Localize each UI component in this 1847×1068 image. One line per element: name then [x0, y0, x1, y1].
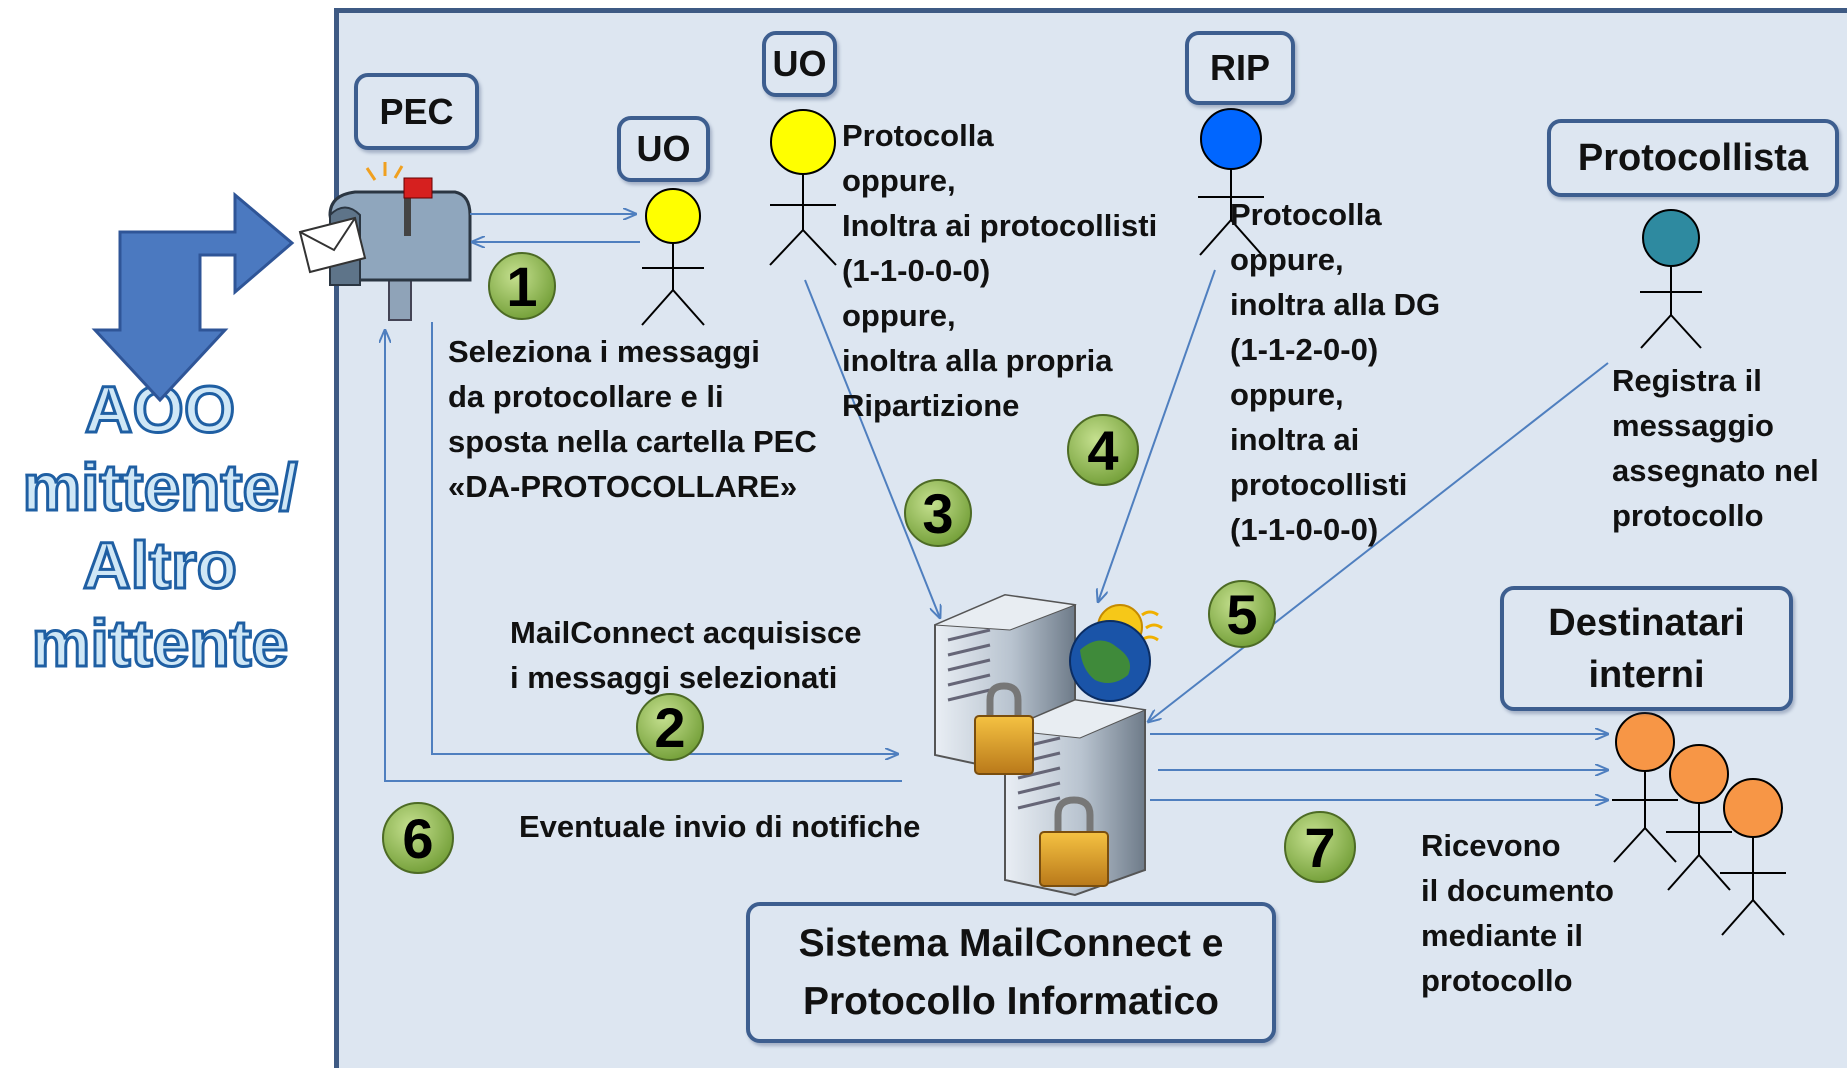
- rip-action-line: (1-1-2-0-0): [1230, 332, 1379, 367]
- step7-line: il documento: [1421, 873, 1614, 908]
- step2-description: MailConnect acquisisce i messaggi selezi…: [510, 610, 861, 700]
- uo-top-label: UO: [772, 43, 827, 84]
- protocollista-action-line: Registra il: [1612, 363, 1762, 398]
- svg-text:4: 4: [1087, 419, 1118, 482]
- rip-action-line: oppure,: [1230, 242, 1344, 277]
- step-6-badge: 6: [382, 802, 454, 874]
- step2-line: MailConnect acquisisce: [510, 615, 862, 650]
- aoo-sender-label: AOO mittente/ Altro mittente: [0, 370, 320, 682]
- svg-text:1: 1: [506, 255, 537, 318]
- rip-action-line: inoltra ai: [1230, 422, 1360, 457]
- uo-action-line: Inoltra ai protocollisti: [842, 208, 1158, 243]
- actor-protocollista-icon: [1640, 209, 1702, 349]
- actor-rip-icon: [1198, 108, 1264, 256]
- pec-mailbox-icon: [298, 162, 472, 321]
- step-1-badge: 1: [488, 252, 556, 320]
- rip-label: RIP: [1209, 47, 1270, 88]
- pec-label: PEC: [379, 90, 454, 132]
- uo-action-line: oppure,: [842, 298, 956, 333]
- uo-action-line: Ripartizione: [842, 388, 1020, 423]
- incoming-arrow-icon: [91, 191, 295, 403]
- rip-action-line: Protocolla: [1230, 197, 1382, 232]
- step-5-badge: 5: [1208, 580, 1276, 648]
- aoo-line-2: mittente/: [21, 449, 299, 526]
- step1-line: sposta nella cartella PEC: [448, 424, 817, 459]
- step-3-badge: 3: [904, 479, 972, 547]
- protocollista-action-line: assegnato nel: [1612, 453, 1819, 488]
- destinatari-line-2: interni: [1588, 653, 1705, 696]
- uo-actions-description: Protocolla oppure, Inoltra ai protocolli…: [842, 113, 1157, 428]
- rip-action-line: inoltra alla DG: [1230, 287, 1441, 322]
- step7-description: Ricevono il documento mediante il protoc…: [1421, 823, 1614, 1003]
- step-4-badge: 4: [1067, 414, 1139, 486]
- uo-top-label-box: UO: [762, 31, 837, 97]
- step7-line: Ricevono: [1421, 828, 1561, 863]
- server-icon: [934, 593, 1163, 897]
- svg-text:6: 6: [402, 807, 433, 870]
- uo-action-line: Protocolla: [842, 118, 994, 153]
- svg-text:7: 7: [1304, 816, 1335, 879]
- uo-action-line: (1-1-0-0-0): [842, 253, 991, 288]
- rip-action-line: protocollisti: [1230, 467, 1408, 502]
- step1-line: Seleziona i messaggi: [448, 334, 760, 369]
- aoo-line-4: mittente: [30, 605, 290, 682]
- uo-action-line: oppure,: [842, 163, 956, 198]
- pec-label-box: PEC: [354, 73, 479, 150]
- svg-text:5: 5: [1226, 583, 1257, 646]
- step1-line: «DA-PROTOCOLLARE»: [448, 469, 798, 504]
- protocollista-label: Protocollista: [1577, 136, 1809, 179]
- step2-line: i messaggi selezionati: [510, 660, 838, 695]
- actor-destinatari-icon: [1612, 712, 1786, 936]
- uo-action-line: inoltra alla propria: [842, 343, 1113, 378]
- uo-small-label: UO: [636, 128, 691, 169]
- protocollista-action-line: messaggio: [1612, 408, 1774, 443]
- step7-line: protocollo: [1421, 963, 1573, 998]
- rip-action-line: (1-1-0-0-0): [1230, 512, 1379, 547]
- actor-uo-top-icon: [769, 109, 837, 266]
- rip-action-line: oppure,: [1230, 377, 1344, 412]
- step6-description: Eventuale invio di notifiche: [519, 809, 921, 844]
- rip-actions-description: Protocolla oppure, inoltra alla DG (1-1-…: [1230, 192, 1440, 552]
- sistema-label-box: Sistema MailConnect e Protocollo Informa…: [746, 902, 1276, 1043]
- sistema-line-1: Sistema MailConnect e: [798, 921, 1224, 965]
- step-7-badge: 7: [1284, 811, 1356, 883]
- svg-text:2: 2: [654, 696, 685, 759]
- destinatari-label-box: Destinatari interni: [1500, 586, 1793, 711]
- svg-text:3: 3: [922, 482, 953, 545]
- rip-label-box: RIP: [1185, 31, 1295, 105]
- protocollista-action-description: Registra il messaggio assegnato nel prot…: [1612, 358, 1819, 538]
- uo-small-label-box: UO: [617, 116, 710, 182]
- step1-description: Seleziona i messaggi da protocollare e l…: [448, 329, 817, 509]
- sistema-line-2: Protocollo Informatico: [802, 979, 1219, 1023]
- protocollista-label-box: Protocollista: [1547, 119, 1839, 197]
- destinatari-line-1: Destinatari: [1548, 601, 1745, 644]
- aoo-line-3: Altro: [82, 527, 239, 604]
- step-2-badge: 2: [636, 693, 704, 761]
- step1-line: da protocollare e li: [448, 379, 724, 414]
- protocollista-action-line: protocollo: [1612, 498, 1764, 533]
- actor-uo-small-icon: [641, 188, 705, 326]
- step7-line: mediante il: [1421, 918, 1583, 953]
